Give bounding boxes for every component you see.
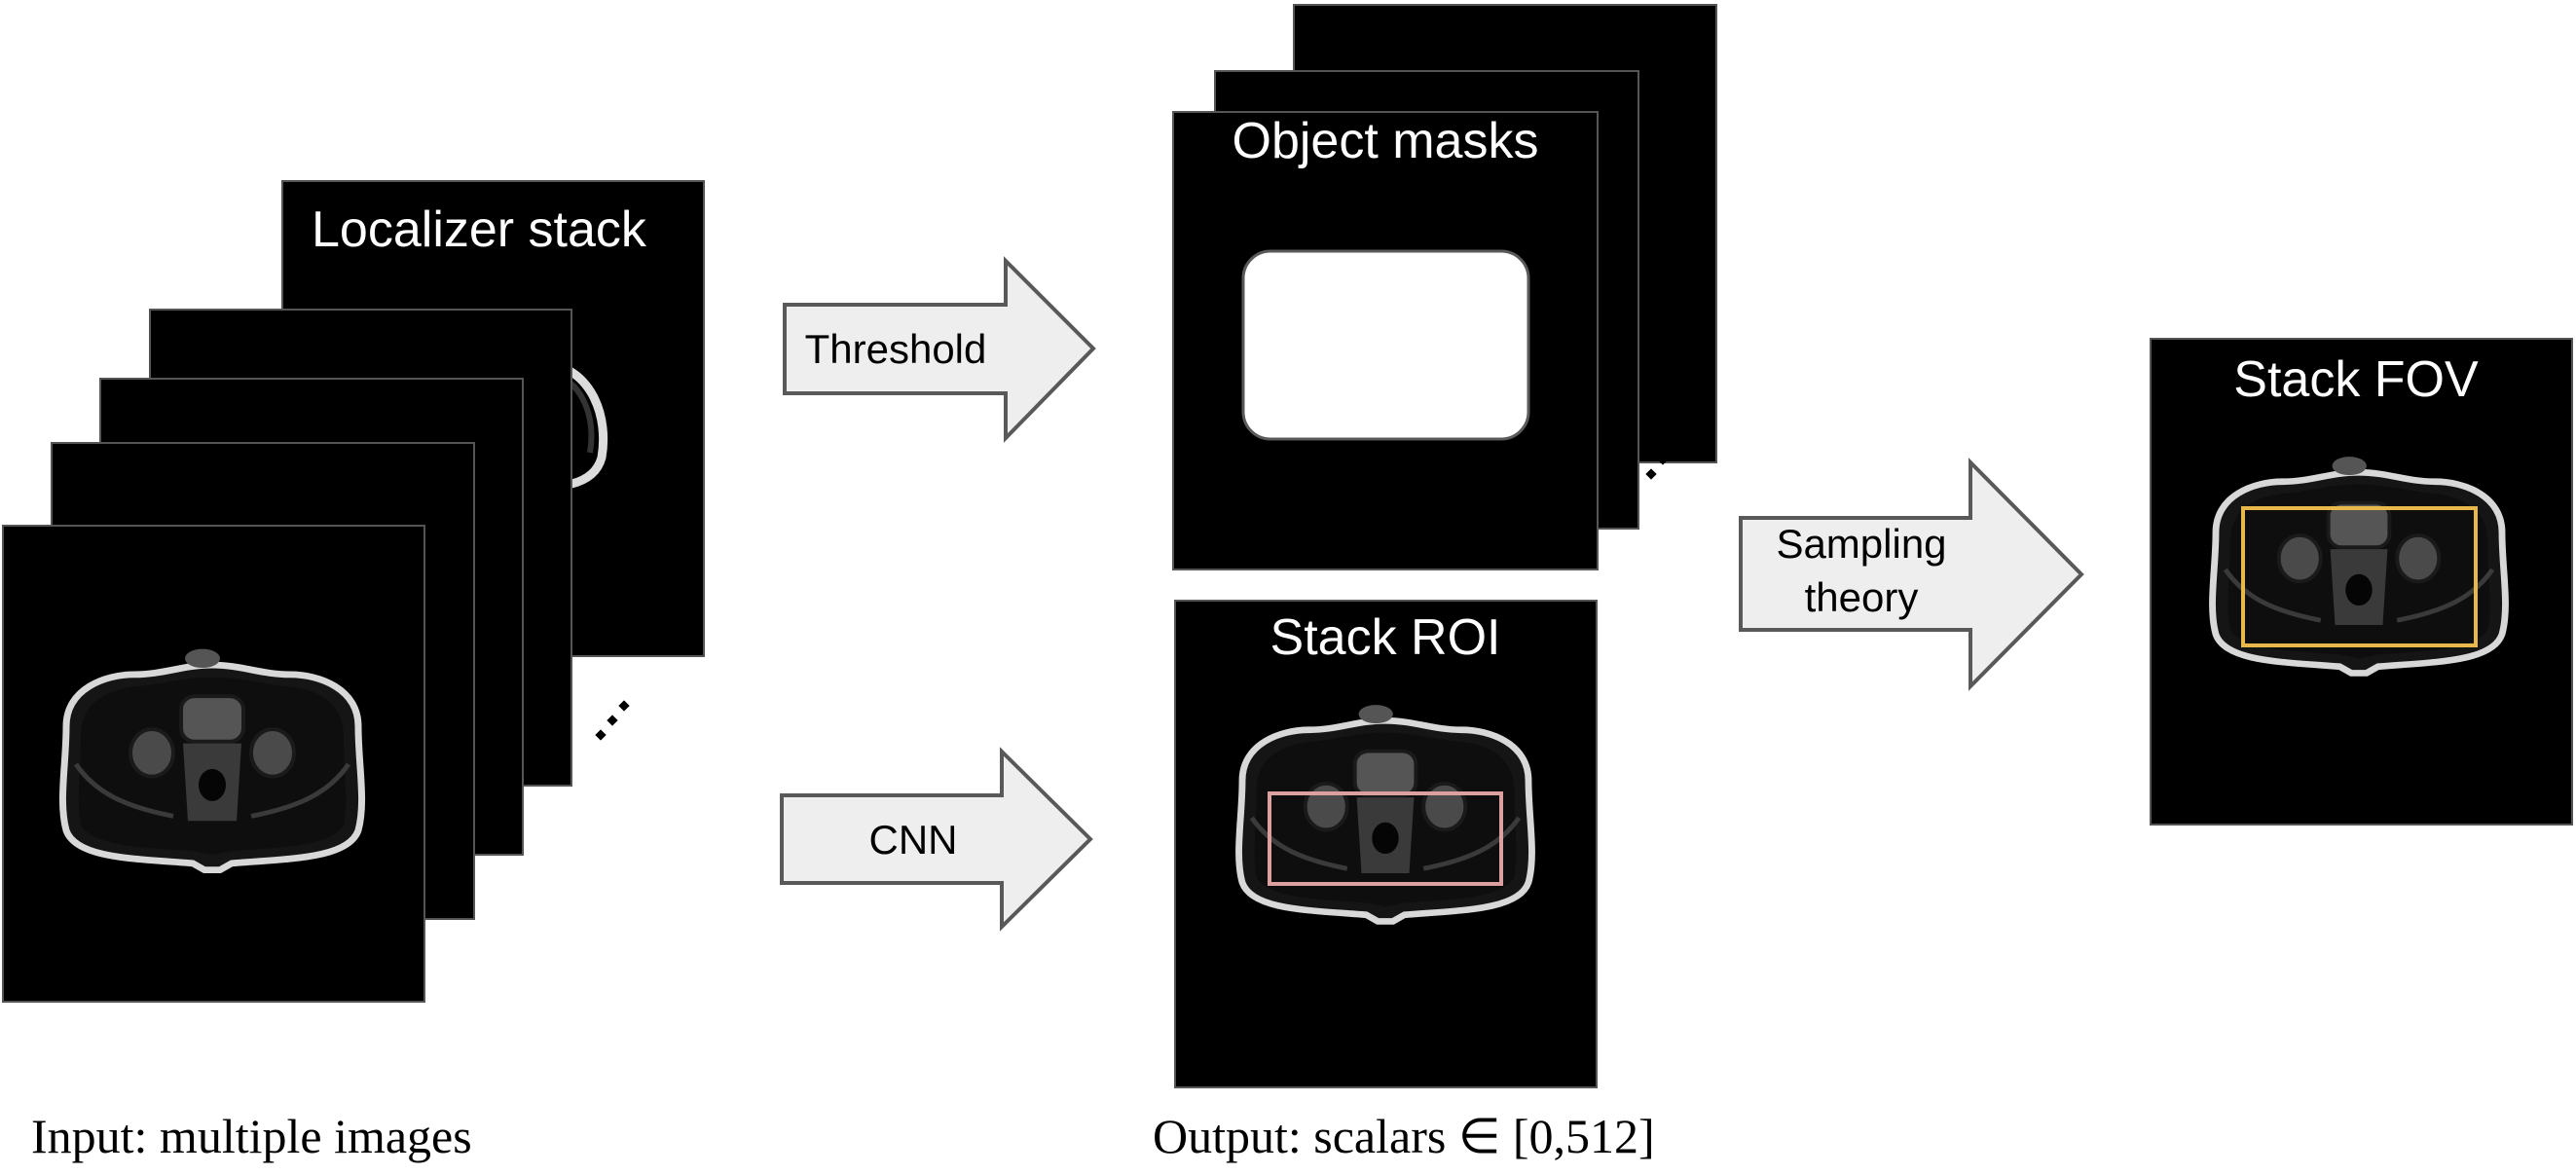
sampling-arrow-label-line1: Sampling xyxy=(1776,521,1946,567)
stack-roi-mri-slice xyxy=(1239,705,1532,921)
localizer-stack: Localizer stack xyxy=(2,180,705,1003)
threshold-arrow-label: Threshold xyxy=(805,326,987,372)
stack-roi-panel: Stack ROI xyxy=(1174,600,1598,1088)
localizer-stack-title: Localizer stack xyxy=(312,202,647,258)
stack-roi-box xyxy=(1268,791,1503,886)
masks-ellipsis-icon xyxy=(1645,439,1680,480)
localizer-mri-slice xyxy=(62,649,361,870)
stack-fov-title: Stack FOV xyxy=(2233,351,2479,408)
stack-roi-title: Stack ROI xyxy=(1270,609,1501,666)
object-masks-stack: Object masks xyxy=(1172,4,1717,570)
sampling-arrow-label-line2: theory xyxy=(1805,574,1919,620)
sampling-theory-arrow: Sampling theory xyxy=(1739,458,2084,691)
localizer-back-slice-edge xyxy=(571,367,608,489)
threshold-arrow: Threshold xyxy=(783,256,1096,443)
cnn-arrow: CNN xyxy=(780,747,1093,932)
object-masks-title: Object masks xyxy=(1233,113,1539,169)
output-caption: Output: scalars ∈ [0,512] xyxy=(1153,1109,1655,1163)
object-mask-region xyxy=(1241,249,1530,441)
input-caption: Input: multiple images xyxy=(31,1109,472,1163)
cnn-arrow-label: CNN xyxy=(869,817,958,863)
stack-fov-panel: Stack FOV xyxy=(2150,338,2573,826)
localizer-ellipsis-icon xyxy=(595,700,630,741)
stack-fov-mri-slice xyxy=(2213,457,2506,673)
stack-fov-box xyxy=(2241,506,2478,647)
